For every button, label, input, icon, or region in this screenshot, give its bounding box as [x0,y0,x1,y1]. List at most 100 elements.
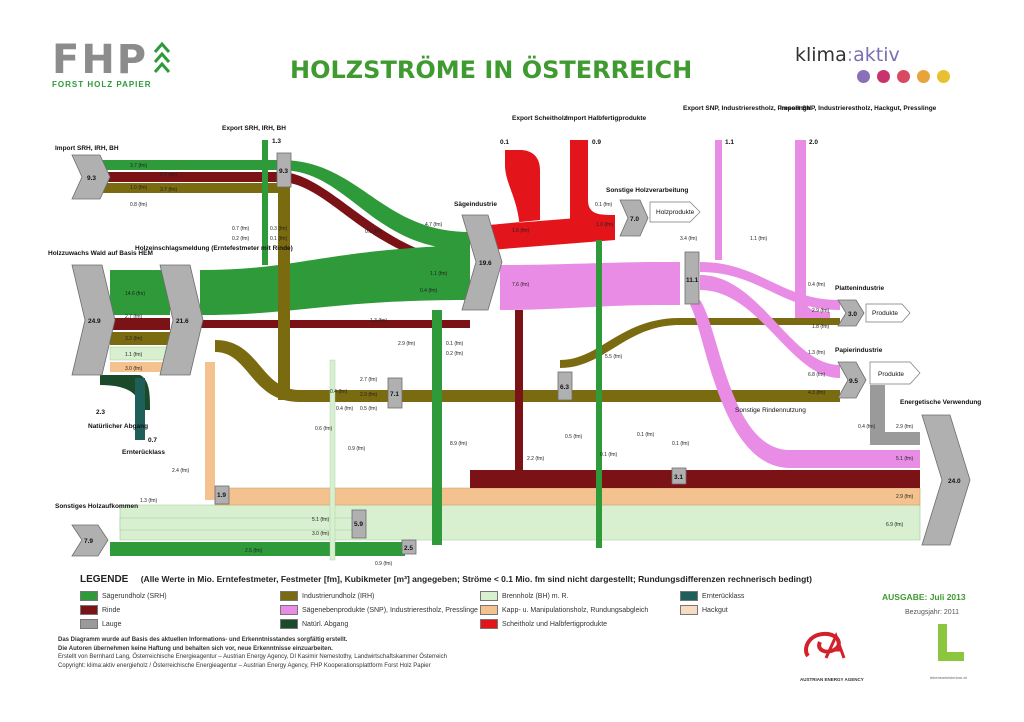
flow-label: 2.9 (fm) [896,494,914,500]
value-import-snp: 2.0 [809,139,818,146]
flow-snp-energie [690,300,920,468]
aktiv-word: aktiv [853,44,900,66]
value-export: 1.3 [272,138,281,145]
value-sonst-verarb: 7.0 [630,216,639,223]
flow-label: 5.5 (fm) [605,354,623,360]
flow-label: 0.1 (fm) [637,432,655,438]
value-hub-59: 5.9 [354,521,363,528]
flow-label: 1.3 (fm) [370,318,388,324]
legend: LEGENDE (Alle Werte in Mio. Erntefestmet… [80,574,980,629]
flow-label: 0.7 (fm) [160,172,178,178]
legend-label: Hackgut [702,606,728,614]
flow-label: 1.8 (fm) [812,324,830,330]
flow-label: 0.5 (fm) [360,406,378,412]
legend-item: Sägenebenprodukte (SNP), Industrierestho… [280,605,480,615]
klima-dot [897,70,910,83]
flow-lauge [870,385,920,445]
value-import: 9.3 [87,175,96,182]
flow-label: 1.3 (fm) [140,498,158,504]
fhp-logo-text: FHP [52,37,149,83]
disclaimer-line-4: Copyright: klima:aktiv energieholz / Öst… [58,662,431,669]
flow-kapp-vertical [205,362,215,500]
value-export-snp: 1.1 [725,139,734,146]
label-holzeinschlag: Holzeinschlagsmeldung (Ernte­festmeter m… [135,245,293,252]
flow-label: 0.4 (fm) [808,282,826,288]
value-hub-25: 2.5 [404,545,413,552]
flow-snp-papier [700,275,840,378]
flow-label: 3.4 (fm) [680,236,698,242]
legend-label: Brennholz (BH) m. R. [502,592,569,600]
value-saege: 19.6 [479,260,492,267]
flow-bh-link [329,359,336,561]
flow-label: 3.7 (fm) [130,163,148,169]
flow-label: 2.5 (fm) [245,548,263,554]
flow-label: 2.9 (fm) [398,341,416,347]
flow-label: 0.4 (fm) [336,406,354,412]
label-import-srh: Import SRH, IRH, BH [55,145,119,152]
legend-swatch [280,605,298,615]
flow-snp-export [715,140,722,260]
l-logo-icon [938,624,964,661]
flow-label: 0.1 (fm) [446,341,464,347]
node-zuwachs [71,264,116,376]
flow-label: 0.1 (fm) [595,202,613,208]
flow-label: 0.8 (fm) [130,202,148,208]
lebensministerium-logo: lebensministerium.at [930,622,980,686]
legend-swatch [480,605,498,615]
label-platten: Platten­industrie [835,285,885,292]
flow-srh-main [200,245,470,315]
edition-label: AUSGABE: Juli 2013 [882,592,966,602]
legend-item: Rinde [80,605,280,615]
flow-label: 0.1 (fm) [600,452,618,458]
flow-halbfertig [570,140,615,235]
klima-aktiv-logo: klima:aktiv [795,44,975,94]
flow-label: 7.6 (fm) [512,282,530,288]
label-saegeindustrie: Säge­industrie [454,201,497,208]
label-sonstige-holzverarbeitung: Sonstige Holzverarbeitung [606,187,688,194]
label-export-snp: Export SNP, Industrierestholz, Pressling… [683,105,811,112]
value-hub-71: 7.1 [390,391,399,398]
legend-label: Natürl. Abgang [302,620,349,628]
flow-label: 5.1 (fm) [312,517,330,523]
flow-label: 3.0 (fm) [125,366,143,372]
value-hub-93: 9.3 [279,168,288,175]
legend-item: Lauge [80,619,280,629]
flow-label: 1.1 (fm) [430,271,448,277]
flow-label: 8.9 (fm) [450,441,468,447]
legend-item: Scheitholz und Halbfertigprodukte [480,619,680,629]
flow-scheitholz [490,150,540,240]
flow-label: 2.9 (fm) [812,308,830,314]
legend-swatch [80,591,98,601]
klima-dot [937,70,950,83]
value-zuwachs: 24.9 [88,318,101,325]
disclaimer-line-3: Erstellt von Bernhard Lang, Österreichis… [58,654,447,660]
klima-word: klima [795,44,847,66]
node-hub-71 [387,377,403,409]
legend-swatch [80,605,98,615]
flow-snp-import [795,140,830,318]
flow-zuwachs-irh [110,332,170,345]
value-hub-31: 3.1 [674,474,683,481]
flow-zuwachs-rinde [110,318,170,330]
value-ernteruecklass: 0.7 [148,437,157,444]
flow-label: 4.7 (fm) [425,222,443,228]
klima-colon: : [846,44,854,66]
flow-label: 3.7 (fm) [160,187,178,193]
legend-swatch [280,619,298,629]
flow-label: 6.8 (fm) [808,372,826,378]
value-hub-19: 1.9 [217,492,226,499]
lw-caption: lebensministerium.at [930,675,967,680]
ea-caption: AUSTRIAN ENERGY AGENCY [800,677,864,682]
flow-label: 1.3 (fm) [808,350,826,356]
flow-label: 2.9 (fm) [896,424,914,430]
legend-note: (Alle Werte in Mio. Erntefestmeter, Fest… [140,574,812,584]
flow-label: 2.9 (fm) [360,392,378,398]
reference-year: Bezugsjahr: 2011 [905,609,959,616]
value-energie: 24.0 [948,478,961,485]
legend-label: Scheitholz und Halbfertigprodukte [502,620,608,628]
label-produkte-papier: Produkte [878,371,904,378]
page-title: HOLZSTRÖME IN ÖSTERREICH [290,56,693,84]
flow-label: 0.1 (fm) [672,441,690,447]
tree-icon [153,41,171,73]
flow-label: 3.0 (fm) [312,531,330,537]
